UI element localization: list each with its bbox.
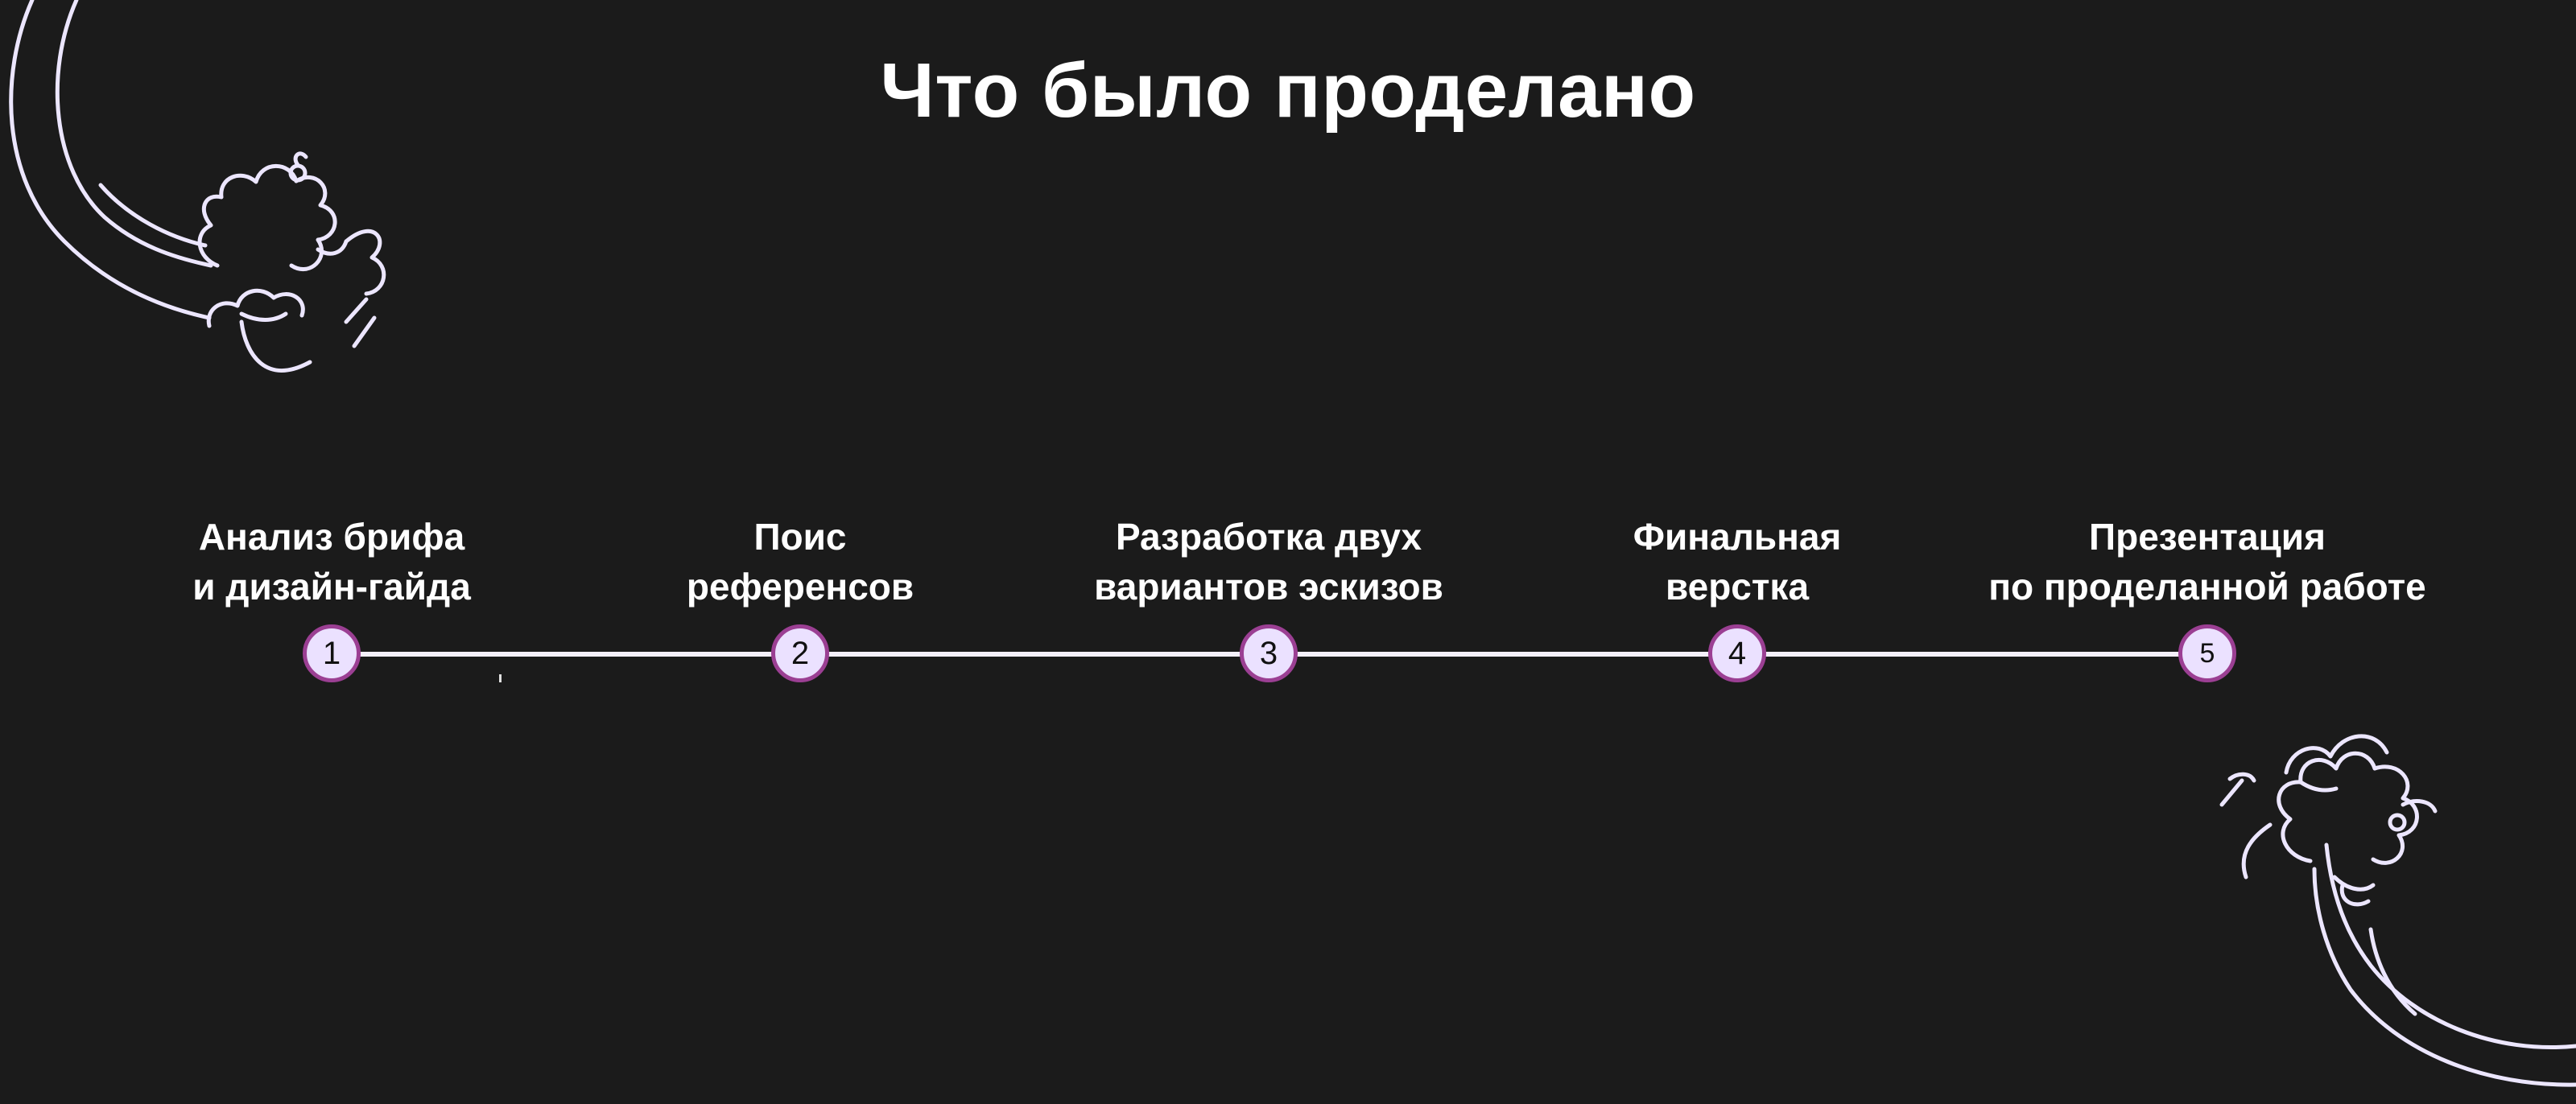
comet-cloud-doodle-icon bbox=[9, 0, 386, 373]
step-label: Анализ брифа и дизайн-гайда bbox=[192, 516, 471, 608]
step-label: Поис референсов bbox=[686, 516, 914, 608]
step-number-badge: 5 bbox=[2178, 624, 2236, 682]
step-label: Презентация по проделанной работе bbox=[1988, 516, 2426, 608]
step-number-badge: 3 bbox=[1240, 624, 1298, 682]
slide-title: Что было проделано bbox=[880, 47, 1696, 134]
step-number-badge: 2 bbox=[771, 624, 829, 682]
step-label: Финальная верстка bbox=[1633, 516, 1842, 608]
step-number-badge: 4 bbox=[1708, 624, 1766, 682]
comet-cloud-doodle-icon bbox=[2219, 734, 2576, 1087]
step-number-badge: 1 bbox=[303, 624, 361, 682]
step-label: Разработка двух вариантов эскизов bbox=[1094, 516, 1443, 608]
timeline-tick bbox=[499, 674, 502, 682]
